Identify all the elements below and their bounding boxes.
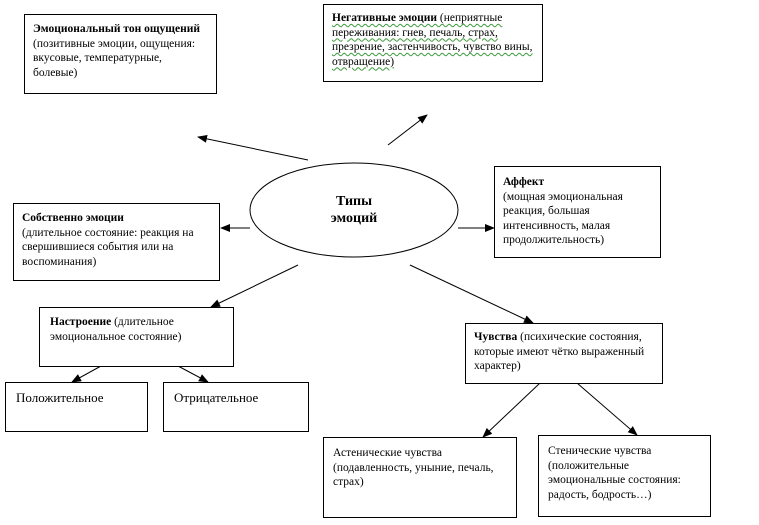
emotions-proper-text: (длительное состояние: реакция на сверши… bbox=[22, 226, 194, 268]
asthenic-text: Астенические чувства (подавленность, уны… bbox=[333, 447, 494, 488]
sthenic-text: Стенические чувства (положительные эмоци… bbox=[548, 445, 681, 501]
arrow-to-sthenic bbox=[576, 382, 638, 436]
box-negative-emotions: Негативные эмоции (неприятные переживани… bbox=[323, 4, 543, 82]
arrow-to-mood bbox=[210, 264, 299, 308]
arrow-to-positive bbox=[71, 365, 102, 383]
center-line-2: эмоций bbox=[330, 210, 378, 226]
mood-text: (длительное эмоциональное состояние) bbox=[50, 316, 182, 343]
box-emotions-proper: Собственно эмоции (длительное состояние:… bbox=[13, 203, 220, 281]
box-affect: Аффект (мощная эмоциональная реакция, бо… bbox=[494, 166, 661, 258]
emotional-tone-title: Эмоциональный тон ощущений bbox=[33, 23, 200, 35]
arrow-to-negative-mood bbox=[177, 365, 209, 383]
center-label: Типы эмоций bbox=[250, 162, 458, 257]
box-sthenic: Стенические чувства (положительные эмоци… bbox=[538, 435, 711, 517]
negative-mood-text: Отрицательное bbox=[174, 390, 259, 405]
mood-title: Настроение bbox=[50, 316, 112, 328]
arrow-to-negative bbox=[387, 114, 428, 146]
arrow-to-asthenic bbox=[482, 382, 541, 438]
box-emotional-tone: Эмоциональный тон ощущений (позитивные э… bbox=[24, 14, 217, 94]
box-mood: Настроение (длительное эмоциональное сос… bbox=[39, 307, 234, 367]
positive-text: Положительное bbox=[16, 390, 104, 405]
emotional-tone-text: (позитивные эмоции, ощущения: вкусовые, … bbox=[33, 37, 196, 79]
box-asthenic: Астенические чувства (подавленность, уны… bbox=[323, 437, 517, 518]
box-positive: Положительное bbox=[5, 382, 148, 432]
negative-text: (неприятные переживания: гнев, печаль, с… bbox=[332, 12, 533, 68]
arrow-to-feelings bbox=[409, 264, 534, 324]
arrow-to-emotional-tone bbox=[197, 134, 309, 161]
box-feelings: Чувства (психические состояния, которые … bbox=[465, 323, 663, 384]
affect-text: (мощная эмоциональная реакция, большая и… bbox=[503, 190, 623, 247]
box-negative-mood: Отрицательное bbox=[163, 382, 309, 432]
feelings-title: Чувства bbox=[474, 331, 518, 343]
affect-title: Аффект bbox=[503, 176, 545, 188]
center-ellipse bbox=[249, 162, 459, 258]
emotions-proper-title: Собственно эмоции bbox=[22, 212, 124, 224]
negative-title: Негативные эмоции bbox=[332, 12, 437, 24]
feelings-text: (психические состояния, которые имеют чё… bbox=[474, 331, 645, 372]
center-line-1: Типы bbox=[335, 193, 373, 209]
